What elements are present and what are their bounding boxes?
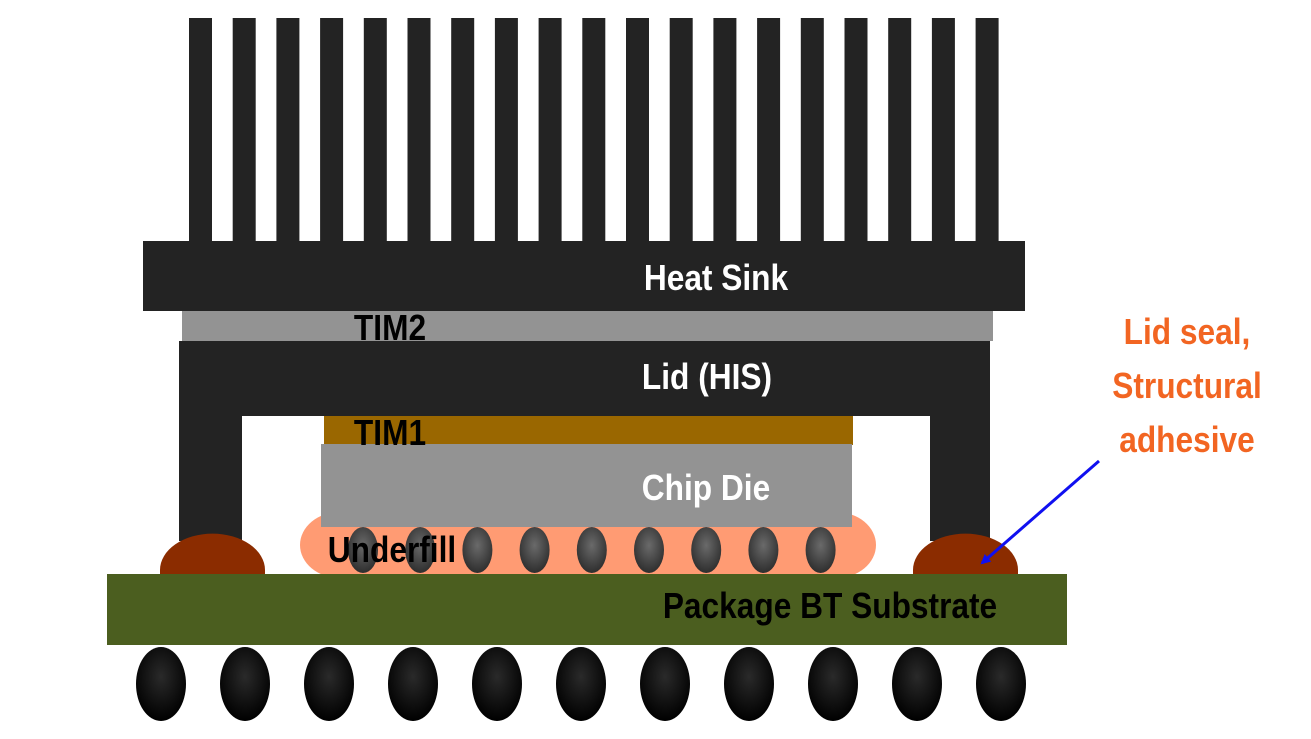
- heat-sink-fin: [276, 18, 300, 242]
- bga-balls: [136, 647, 1026, 721]
- tim2-label: TIM2: [354, 308, 426, 348]
- bga-ball: [640, 647, 690, 721]
- lid: [179, 341, 990, 541]
- callout-line-1: Lid seal,: [1124, 312, 1251, 352]
- underfill-label: Underfill: [328, 530, 456, 570]
- heat-sink-fin: [800, 18, 824, 242]
- heat-sink-fin: [582, 18, 606, 242]
- heat-sink-fin: [757, 18, 781, 242]
- callout-line-2: Structural: [1112, 366, 1262, 406]
- heat-sink-fin: [713, 18, 737, 242]
- lid-seal-right: [913, 533, 1018, 576]
- callout-line-3: adhesive: [1119, 420, 1255, 460]
- bga-ball: [724, 647, 774, 721]
- substrate-label: Package BT Substrate: [663, 586, 997, 626]
- package-substrate: [107, 574, 1067, 645]
- solder-bump: [748, 527, 779, 573]
- lid-seal-callout: Lid seal, Structural adhesive: [1112, 312, 1262, 460]
- solder-bump: [462, 527, 493, 573]
- heat-sink-fin: [494, 18, 518, 242]
- heat-sink-fin: [669, 18, 693, 242]
- heat-sink-fin: [407, 18, 431, 242]
- solder-bump: [576, 527, 607, 573]
- bga-ball: [136, 647, 186, 721]
- heat-sink-fin: [931, 18, 955, 242]
- tim2-layer: [182, 311, 993, 341]
- tim1-layer: [324, 416, 853, 445]
- solder-bump: [634, 527, 664, 573]
- bga-ball: [808, 647, 858, 721]
- tim1-label: TIM1: [354, 413, 426, 453]
- bga-ball: [472, 647, 522, 721]
- heat-sink-fin: [844, 18, 868, 242]
- solder-bump: [805, 527, 836, 573]
- heat-sink-label: Heat Sink: [644, 258, 788, 298]
- heat-sink-fin: [451, 18, 475, 242]
- heat-sink-fins: [189, 18, 999, 242]
- lid-label: Lid (HIS): [642, 357, 772, 397]
- chip-die: [321, 444, 852, 527]
- heat-sink-fin: [888, 18, 912, 242]
- heat-sink-fin: [975, 18, 999, 242]
- bga-ball: [556, 647, 606, 721]
- heat-sink-fin: [363, 18, 387, 242]
- callout-arrow: [980, 459, 1100, 565]
- heat-sink-base: [143, 241, 1025, 311]
- solder-bump: [405, 527, 436, 573]
- heat-sink-fin: [320, 18, 344, 242]
- solder-bump: [691, 527, 722, 573]
- solder-bump: [519, 527, 550, 573]
- bga-ball: [976, 647, 1026, 721]
- bga-ball: [304, 647, 354, 721]
- solder-bumps: [348, 527, 836, 573]
- heat-sink-fin: [232, 18, 256, 242]
- lid-seal-left: [160, 533, 265, 576]
- heat-sink-fin: [189, 18, 212, 242]
- chip-die-label: Chip Die: [642, 468, 770, 508]
- heat-sink-fin: [626, 18, 649, 242]
- bga-ball: [220, 647, 270, 721]
- solder-bump: [348, 527, 378, 573]
- bga-ball: [892, 647, 942, 721]
- heat-sink-fin: [538, 18, 562, 242]
- bga-ball: [388, 647, 438, 721]
